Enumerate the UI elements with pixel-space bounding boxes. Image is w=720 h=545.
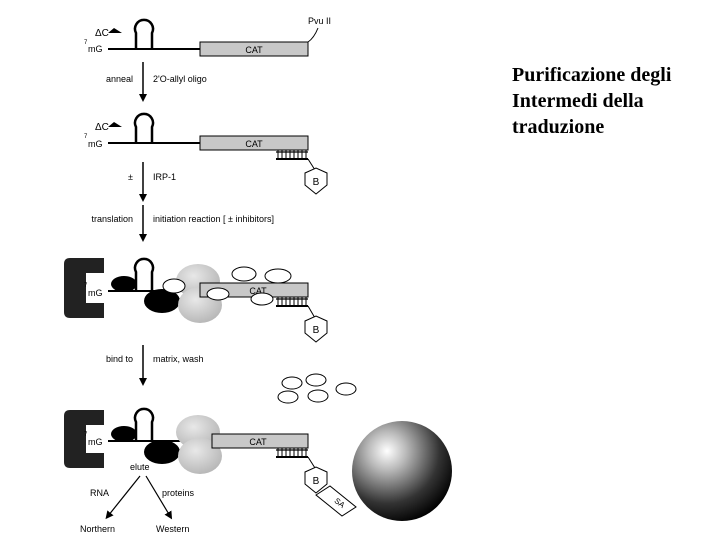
initiation-factor — [144, 289, 180, 313]
title-line-3: traduzione — [512, 116, 605, 138]
construct-1: ΔC 7 mG CAT Pvu II — [84, 16, 331, 57]
cat-label: CAT — [245, 139, 263, 149]
delta-c-label: ΔC — [95, 28, 109, 39]
initiation-factor — [144, 440, 180, 464]
title-line-2: Intermedi della — [512, 90, 644, 112]
protein-factor — [305, 373, 327, 387]
annealed-oligo — [276, 297, 316, 319]
northern-label: Northern — [80, 524, 115, 534]
construct-3: 7 mG CAT B — [64, 257, 328, 343]
western-label: Western — [156, 524, 189, 534]
title-line-1: Purificazione degli — [512, 64, 672, 86]
pvu-leader-line — [307, 27, 319, 43]
delta-c-arrow-icon — [108, 122, 122, 127]
initiation-factor — [111, 276, 137, 292]
cap-label: mG — [88, 288, 103, 298]
protein-factor — [307, 389, 329, 403]
biotin-tag — [304, 466, 328, 494]
protein-factor — [281, 376, 303, 390]
cat-label: CAT — [249, 286, 267, 296]
cap-superscript: 7 — [84, 432, 88, 438]
rna-arrow — [105, 475, 141, 520]
ire-stem-loop — [133, 112, 155, 143]
cat-gene-box — [199, 135, 309, 151]
initiation-factor — [111, 426, 137, 442]
protein-factor — [206, 287, 230, 301]
proteins-label: proteins — [162, 488, 195, 498]
cap-label: mG — [88, 44, 103, 54]
streptavidin-linker — [315, 485, 357, 517]
step-translation-left: translation — [91, 214, 133, 224]
cap-binding-protein — [64, 410, 104, 468]
cap-superscript: 7 — [84, 134, 88, 140]
annealed-oligo — [276, 150, 316, 171]
cat-label: CAT — [249, 437, 267, 447]
biotin-tag — [304, 167, 328, 195]
slide-title: Purificazione degli Intermedi della trad… — [512, 62, 717, 140]
protein-factor — [264, 268, 292, 284]
protein-factor — [335, 382, 357, 396]
biotin-label: B — [313, 177, 320, 188]
elute-label: elute — [130, 462, 150, 472]
delta-c-label: ΔC — [95, 122, 109, 133]
cap-label: mG — [88, 437, 103, 447]
ribosome-large-subunit — [178, 438, 222, 474]
protein-factor — [250, 292, 274, 306]
cat-label: CAT — [245, 45, 263, 55]
protein-factor — [231, 266, 257, 282]
annealed-oligo — [276, 448, 316, 469]
step-irp-left: ± — [128, 172, 133, 182]
construct-4: 7 mG CAT B SA — [64, 407, 452, 521]
cap-binding-protein — [64, 258, 104, 318]
step-bind-right: matrix, wash — [153, 354, 204, 364]
cap-label: mG — [88, 139, 103, 149]
step-irp-right: IRP-1 — [153, 172, 176, 182]
proteins-arrow — [145, 475, 173, 520]
construct-2: ΔC 7 mG CAT B — [84, 112, 328, 195]
cap-superscript: 7 — [84, 283, 88, 289]
rna-label: RNA — [90, 488, 109, 498]
affinity-matrix-bead — [352, 421, 452, 521]
protein-factor — [277, 390, 299, 404]
step-anneal-left: anneal — [106, 74, 133, 84]
ire-stem-loop — [133, 407, 155, 441]
step-translation-right: initiation reaction [ ± inhibitors] — [153, 214, 274, 224]
cat-gene-box — [211, 433, 309, 449]
cap-superscript: 7 — [84, 40, 88, 46]
cat-gene-box — [199, 41, 309, 57]
step-bind-left: bind to — [106, 354, 133, 364]
biotin-label: B — [313, 325, 320, 336]
biotin-label: B — [313, 476, 320, 487]
step-anneal-right: 2'O-allyl oligo — [153, 74, 207, 84]
biotin-tag — [304, 315, 328, 343]
protein-factor — [162, 278, 186, 294]
ire-stem-loop — [133, 257, 155, 291]
ire-stem-loop — [133, 18, 155, 49]
washed-proteins — [277, 373, 357, 404]
pvu-label: Pvu II — [308, 16, 331, 26]
delta-c-arrow-icon — [108, 28, 122, 33]
